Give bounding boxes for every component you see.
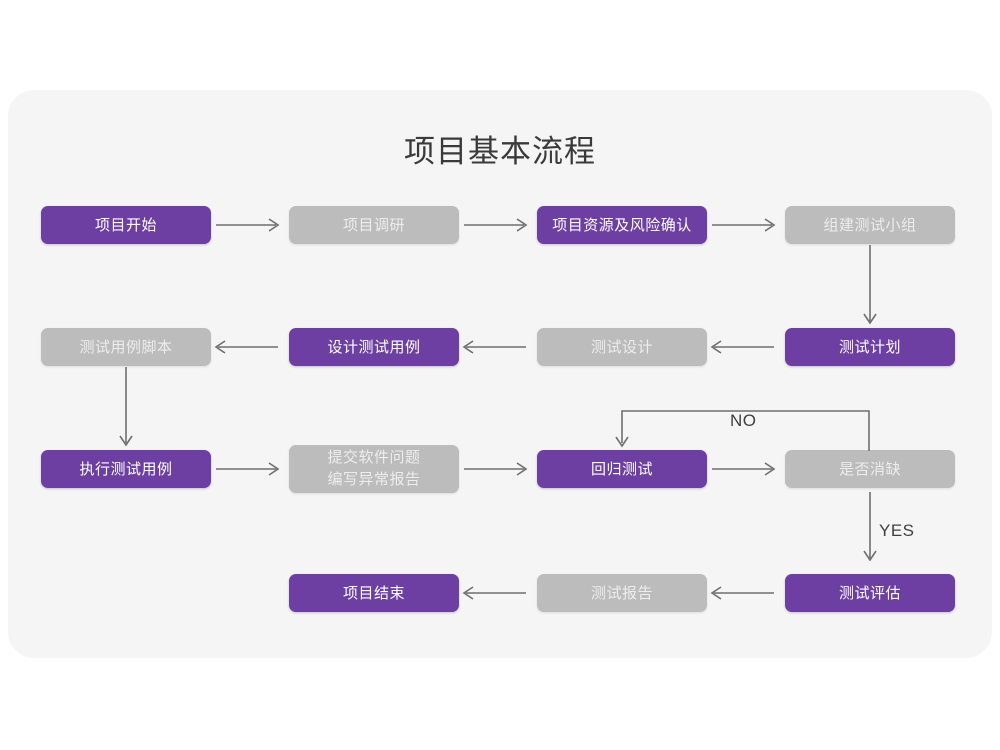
- node-label-line-2: 编写异常报告: [327, 471, 421, 488]
- node-build-test-team[interactable]: 组建测试小组: [785, 206, 955, 244]
- node-label: 测试设计: [590, 338, 653, 356]
- node-label: 项目结束: [342, 584, 405, 602]
- node-regression-test[interactable]: 回归测试: [537, 450, 707, 488]
- node-submit-issue-report[interactable]: 提交软件问题 编写异常报告: [289, 445, 459, 493]
- node-label: 设计测试用例: [327, 338, 421, 356]
- node-label: 回归测试: [590, 460, 653, 478]
- page-title: 项目基本流程: [404, 134, 596, 169]
- node-test-design[interactable]: 测试设计: [537, 328, 707, 366]
- node-label-line-1: 提交软件问题: [327, 449, 421, 466]
- node-label: 是否消缺: [838, 460, 901, 478]
- node-project-start[interactable]: 项目开始: [41, 206, 211, 244]
- node-execute-test-case[interactable]: 执行测试用例: [41, 450, 211, 488]
- node-label: 测试报告: [590, 584, 653, 602]
- node-project-research[interactable]: 项目调研: [289, 206, 459, 244]
- node-label: 项目调研: [342, 216, 405, 234]
- node-label: 项目资源及风险确认: [552, 216, 692, 234]
- edge-label-no: NO: [730, 411, 757, 430]
- node-label: 组建测试小组: [823, 216, 917, 234]
- node-label: 测试评估: [838, 584, 901, 602]
- node-label: 执行测试用例: [79, 460, 173, 478]
- node-test-report[interactable]: 测试报告: [537, 574, 707, 612]
- node-resource-risk-confirm[interactable]: 项目资源及风险确认: [537, 206, 707, 244]
- node-design-test-case[interactable]: 设计测试用例: [289, 328, 459, 366]
- node-test-evaluation[interactable]: 测试评估: [785, 574, 955, 612]
- edge-label-yes: YES: [879, 521, 915, 540]
- node-project-end[interactable]: 项目结束: [289, 574, 459, 612]
- node-label: 测试计划: [838, 338, 901, 356]
- node-label: 测试用例脚本: [79, 338, 173, 356]
- node-is-defect-resolved[interactable]: 是否消缺: [785, 450, 955, 488]
- flowchart-card: [8, 90, 992, 658]
- node-test-plan[interactable]: 测试计划: [785, 328, 955, 366]
- node-test-case-script[interactable]: 测试用例脚本: [41, 328, 211, 366]
- node-label: 项目开始: [94, 216, 157, 234]
